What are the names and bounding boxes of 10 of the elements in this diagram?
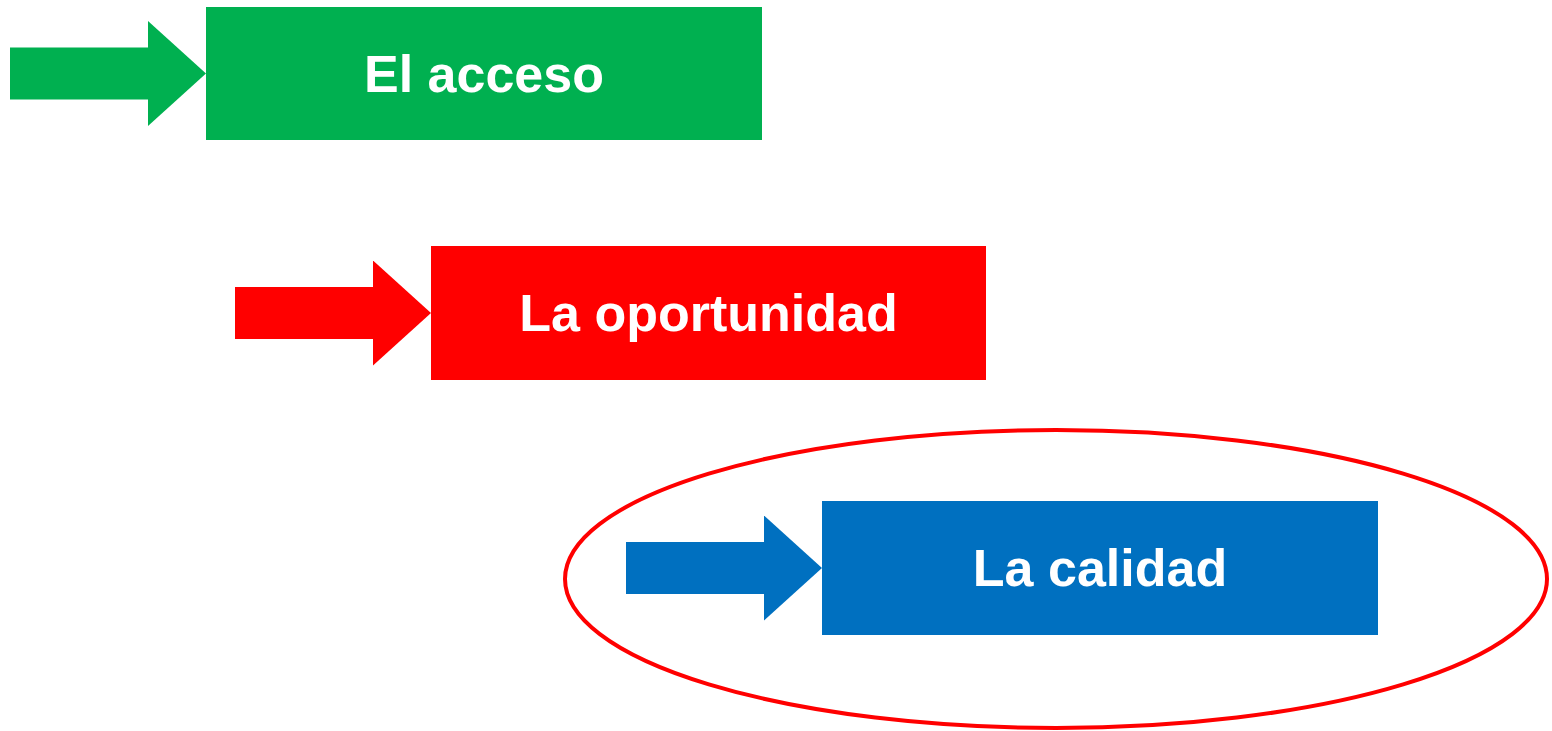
- process-box: [206, 7, 762, 140]
- box-label: El acceso: [364, 43, 604, 104]
- block-arrow: [626, 515, 822, 621]
- block-arrow: [10, 21, 206, 126]
- box-label: La oportunidad: [519, 283, 898, 343]
- box-label: La calidad: [972, 538, 1228, 598]
- process-box: [431, 246, 986, 380]
- highlight-ellipse: [563, 428, 1549, 730]
- block-arrow: [235, 260, 431, 366]
- process-box: [822, 501, 1378, 635]
